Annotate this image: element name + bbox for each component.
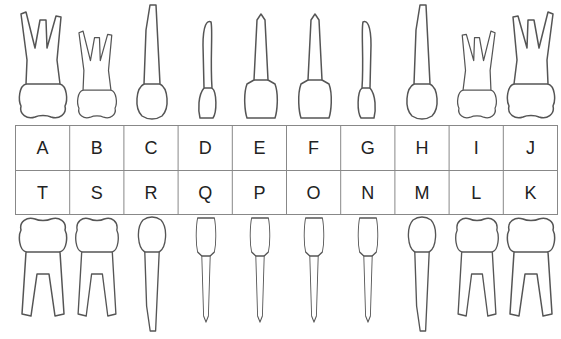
tooth-letter: M [415,184,430,202]
tooth-letter: R [145,184,158,202]
tooth-letter: O [307,184,321,202]
tooth-letter: N [361,184,374,202]
tooth-letter: H [416,139,429,157]
tooth-letter: L [471,184,481,202]
tooth-letter: Q [198,184,212,202]
tooth-letter: B [91,139,103,157]
tooth-letter: I [474,139,479,157]
tooth-letter: J [526,139,535,157]
tooth-letter: S [91,184,103,202]
tooth-letter: D [199,139,212,157]
tooth-letter: A [37,139,49,157]
tooth-letter: T [37,184,48,202]
tooth-letter: G [361,139,375,157]
tooth-letter: C [145,139,158,157]
tooth-letter: P [253,184,265,202]
letter-table-grid [16,126,558,215]
upper-teeth [19,5,554,119]
lower-teeth [19,217,554,331]
tooth-letter: F [308,139,319,157]
tooth-letter: K [524,184,536,202]
tooth-letter: E [253,139,265,157]
